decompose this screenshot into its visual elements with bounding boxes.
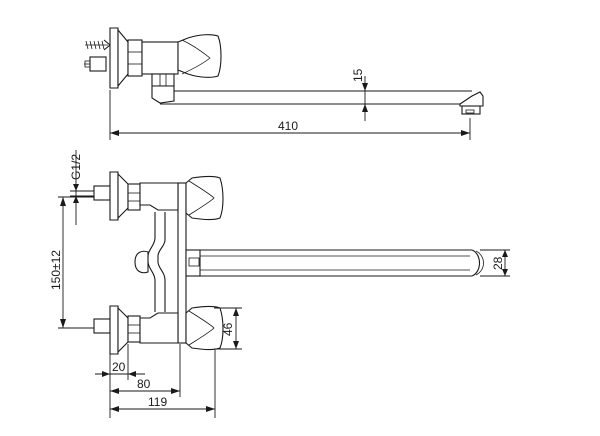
top-view [84,27,484,115]
label-28: 28 [491,256,505,270]
dimension-center-distance: 150±12 [49,196,94,329]
label-80: 80 [137,377,151,391]
label-150-12: 150±12 [49,250,63,290]
label-119: 119 [148,395,167,409]
dimension-spout-thickness: 15 [351,68,368,121]
front-view [93,171,484,355]
dimension-thread: G1/2 [69,150,94,225]
dimension-depths: 20 80 119 [95,344,216,418]
label-g1-2: G1/2 [69,154,83,180]
label-46: 46 [221,322,235,336]
label-410: 410 [278,119,298,133]
label-20: 20 [112,360,126,374]
dimension-spout-length: 410 [109,90,471,140]
wall-screw-icon [85,39,111,51]
label-15: 15 [351,68,365,82]
dimension-handle-height: 46 [214,307,242,350]
dimension-spout-height: 28 [480,249,510,277]
